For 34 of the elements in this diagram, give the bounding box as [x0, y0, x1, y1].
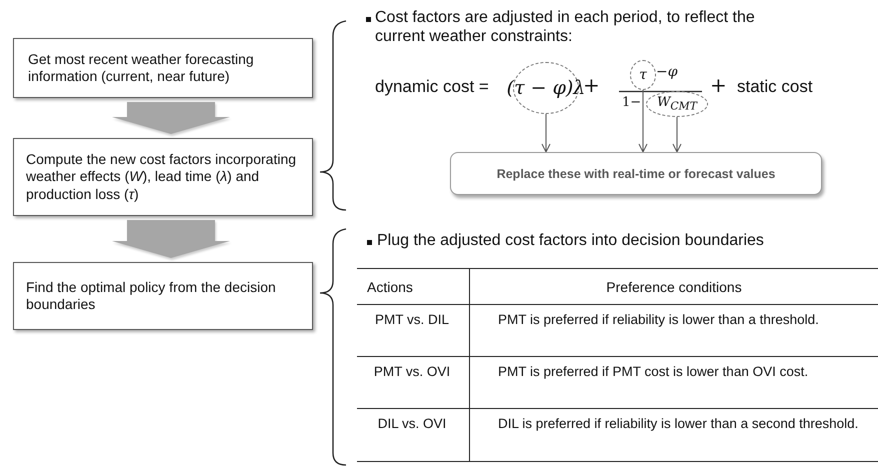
text: τ — [639, 67, 647, 83]
dashed-ellipse — [630, 60, 656, 90]
bullet-text: Cost factors are adjusted in each period, to reflect the current weather constraints: — [375, 8, 756, 46]
table-cell: PMT is preferred if PMT cost is lower than OVI cost. — [470, 357, 878, 410]
text: Replace these with real-time or forecast values — [496, 166, 776, 180]
arrow — [672, 116, 682, 152]
block-arrow — [112, 102, 230, 134]
table-cell: PMT is preferred if reliability is lower than a threshold. — [470, 305, 878, 358]
formula-text: + — [710, 73, 727, 97]
table-header: Preference conditions — [470, 269, 878, 306]
bullet-text: Plug the adjusted cost factors into decision boundaries — [377, 231, 764, 250]
process-box — [13, 38, 313, 98]
arrow — [638, 90, 648, 152]
text: Compute the new cost factors incorporating weather effects (W), lead time (λ) and production loss (τ) — [26, 150, 298, 204]
formula-text: + — [583, 73, 600, 97]
text: Get most recent weather forecasting information (current, near future) — [28, 50, 255, 86]
formula-text: 1− — [622, 95, 642, 111]
dashed-ellipse — [646, 91, 708, 117]
text: (τ − φ)λ — [506, 77, 586, 99]
text: W$_{CMT}$ — [657, 95, 697, 113]
formula-text: dynamic cost = — [375, 77, 489, 98]
table-header: Actions — [357, 269, 470, 306]
arrow — [542, 114, 550, 152]
table-cell: DIL vs. OVI — [357, 409, 470, 462]
formula-text: −φ — [656, 64, 678, 81]
process-box — [13, 262, 313, 330]
table-cell-text: DIL is preferred if reliability is lower than a second threshold. — [497, 415, 860, 434]
note-box — [450, 152, 822, 195]
block-arrow — [112, 220, 230, 258]
text: Find the optimal policy from the decision boundaries — [26, 278, 277, 314]
formula-text: static cost — [737, 77, 813, 98]
table-cell: PMT vs. DIL — [357, 305, 470, 358]
table-cell: PMT vs. OVI — [357, 357, 470, 410]
process-box — [13, 138, 313, 216]
